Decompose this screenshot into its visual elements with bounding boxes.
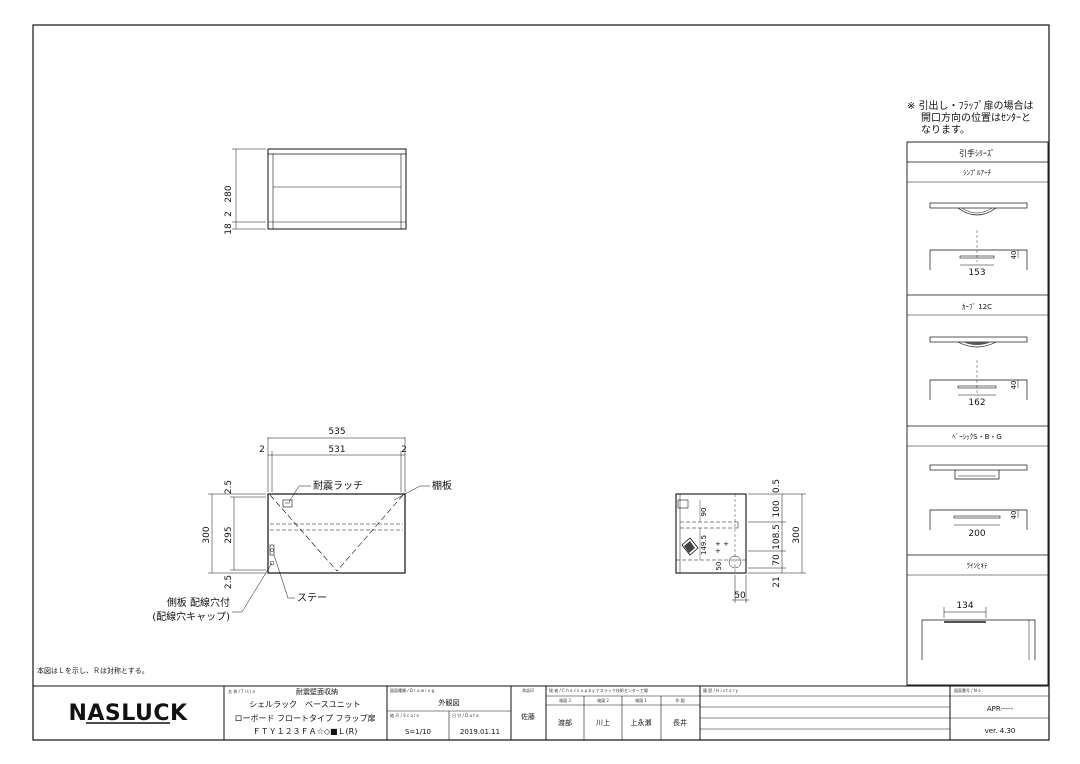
label-cable-cap: (配線穴キャップ) <box>152 610 230 623</box>
note-line-3: なります。 <box>921 124 970 136</box>
check-name-4: 長井 <box>673 718 687 727</box>
title-line-3: ローボード フロートタイプ フラップ扉 <box>234 713 375 723</box>
title-line-4: ＦＴＹ１２３ＦＡ☆◇■Ｌ(R) <box>253 727 358 736</box>
scale-label: 縮 尺 / S c a l e <box>390 712 420 718</box>
check-header-4: 作 図 <box>675 697 684 703</box>
side-dim-50-h: 50 <box>734 591 746 601</box>
check-header-2: 検図 2 <box>597 697 609 703</box>
side-dim-50-v: 50 <box>715 562 723 571</box>
check-name-2: 川上 <box>596 718 610 727</box>
check-name-3: 上永瀬 <box>631 718 652 727</box>
side-dim-90: 90 <box>700 508 708 517</box>
version-value: ver. 4.30 <box>985 727 1016 735</box>
side-dim-70: 70 <box>772 554 782 566</box>
drawing-value: 外観図 <box>439 698 460 707</box>
dim-2-5-top: 2.5 <box>224 480 234 494</box>
label-stay: ステー <box>297 593 327 604</box>
approver-value: 佐藤 <box>521 712 535 721</box>
handle-2-name: ｶｰﾌﾞ 12C <box>962 303 992 311</box>
side-dim-0-5: 0.5 <box>772 479 782 493</box>
side-dim-300: 300 <box>792 526 802 543</box>
dim-2-right: 2 <box>401 445 407 455</box>
nasluck-logo: NASLUCK <box>68 701 188 726</box>
label-latch: 耐震ラッチ <box>313 479 363 492</box>
side-dim-108-5: 108.5 <box>772 524 782 550</box>
handle-2-width: 162 <box>968 398 985 408</box>
title-label: 名 称 / T i t l e <box>228 688 255 694</box>
scale-value: S=1/10 <box>405 728 431 736</box>
dim-2-left: 2 <box>259 445 265 455</box>
dim-535: 535 <box>328 427 345 437</box>
side-dim-149-5: 149.5 <box>700 535 708 555</box>
handle-series-panel: 引手ｼﾘｰｽﾞ ｼﾝﾌﾟﾙｱｰﾁ 153 40 ｶｰﾌﾞ 12C 162 40 … <box>906 141 1049 686</box>
handle-4-width: 134 <box>956 601 973 611</box>
hole-mark-2: + <box>715 547 721 555</box>
date-label: 日 付 / D a t e <box>452 712 479 718</box>
note-line-1: ※ 引出し・ﾌﾗｯﾌﾟ扉の場合は <box>907 99 1034 112</box>
check-label: 検 者 / C h e c k u p b y ナスラック技術センター工場 <box>549 687 648 693</box>
handle-series-header: 引手ｼﾘｰｽﾞ <box>959 148 995 158</box>
top-dim-18: 18 <box>224 223 234 235</box>
title-block: NASLUCK 名 称 / T i t l e 耐震壁面収納 シェルラック ベー… <box>33 685 1049 740</box>
handle-1-height: 40 <box>1010 251 1018 260</box>
side-dim-100: 100 <box>772 500 782 517</box>
hole-mark: + + <box>715 540 729 548</box>
dim-295: 295 <box>224 526 234 543</box>
handle-3-height: 40 <box>1010 511 1018 520</box>
side-dim-21: 21 <box>772 576 782 587</box>
title-line-2: シェルラック ベースユニット <box>249 700 361 709</box>
label-shelf: 棚板 <box>432 479 452 492</box>
dim-300: 300 <box>202 526 212 543</box>
dim-2-5-bottom: 2.5 <box>224 575 234 589</box>
sheet-border <box>32 24 1050 741</box>
check-name-1: 渡部 <box>558 718 572 727</box>
date-value: 2019.01.11 <box>460 728 500 736</box>
handle-1-name: ｼﾝﾌﾟﾙｱｰﾁ <box>963 169 991 177</box>
note-line-2: 開口方向の位置はｾﾝﾀｰと <box>921 111 1031 124</box>
top-dim-2: 2 <box>224 211 234 217</box>
handle-2-height: 40 <box>1010 381 1018 390</box>
drawing-label: 図面種類 / D r a w i n g <box>390 687 435 693</box>
number-value: APR----- <box>987 705 1014 713</box>
history-label: 履 歴 / H i s t o r y <box>703 687 739 693</box>
approver-label: 承認印 <box>522 687 534 693</box>
top-view: 280 2 18 <box>224 148 407 235</box>
handle-3-width: 200 <box>968 529 985 539</box>
side-view: + + + 0.5 100 108.5 70 21 300 90 149.5 5… <box>675 479 806 603</box>
dim-531: 531 <box>328 445 345 455</box>
title-line-1: 耐震壁面収納 <box>296 687 338 696</box>
front-view: 535 531 2 2 300 295 2.5 2.5 耐震ラッチ 棚板 ステー… <box>152 427 452 623</box>
handle-1-width: 153 <box>968 268 985 278</box>
number-label: 図面番号 / N o . <box>954 687 983 693</box>
check-header-3: 検図 1 <box>635 697 647 703</box>
top-dim-280: 280 <box>224 185 234 202</box>
handle-3-name: ﾍﾞｰｼｯｸS・B・G <box>952 433 1002 441</box>
check-header-1: 検図 3 <box>559 697 571 703</box>
handle-4-name: ﾗｲﾝﾋｷﾃ <box>967 562 988 570</box>
note-bottom: 本図はＬを示し、Ｒは対称とする。 <box>37 666 149 675</box>
label-side-panel: 側板 配線穴付 <box>167 596 230 609</box>
